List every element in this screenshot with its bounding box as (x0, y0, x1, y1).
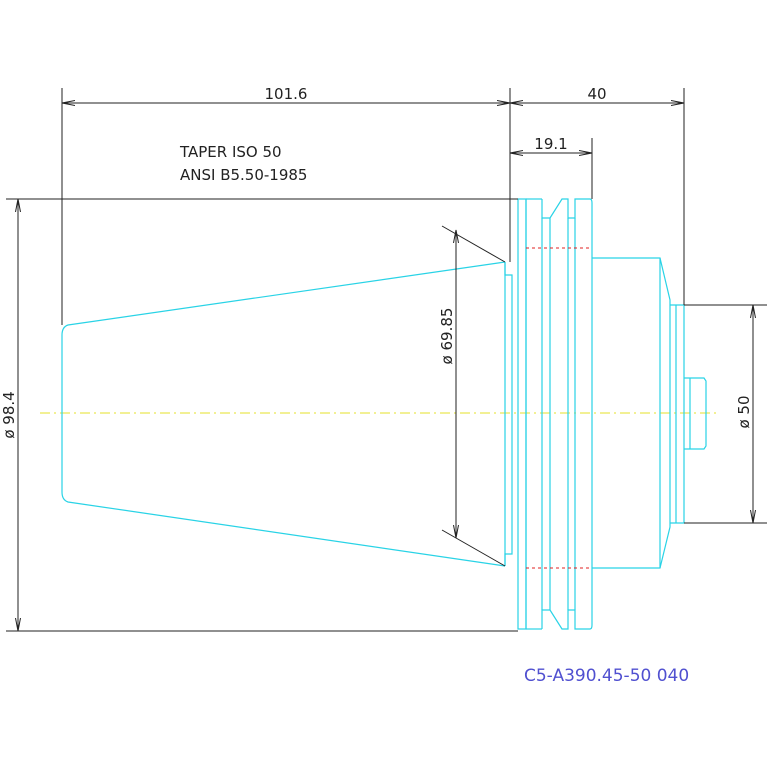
note-standard: ANSI B5.50-1985 (180, 166, 307, 184)
taper-cone (61, 261, 506, 567)
dim-flange-to-end: 40 (587, 85, 606, 103)
nose (684, 377, 707, 450)
body (592, 257, 671, 569)
hidden-lines (526, 247, 592, 569)
flange (517, 198, 527, 630)
taper-end-step (504, 262, 513, 566)
shank (670, 304, 685, 524)
dim-taper-length: 101.6 (265, 85, 308, 103)
tool-holder-outline (61, 198, 707, 630)
note-taper: TAPER ISO 50 (179, 143, 282, 161)
part-number: C5-A390.45-50 040 (524, 666, 689, 686)
dim-shank-diameter: ø 50 (735, 395, 753, 428)
v-groove (541, 198, 593, 630)
dim-flange-width: 19.1 (534, 135, 567, 153)
dimension-lines (6, 88, 767, 632)
dim-flange-diameter: ø 98.4 (0, 391, 18, 438)
dim-taper-diameter: ø 69.85 (438, 308, 456, 365)
